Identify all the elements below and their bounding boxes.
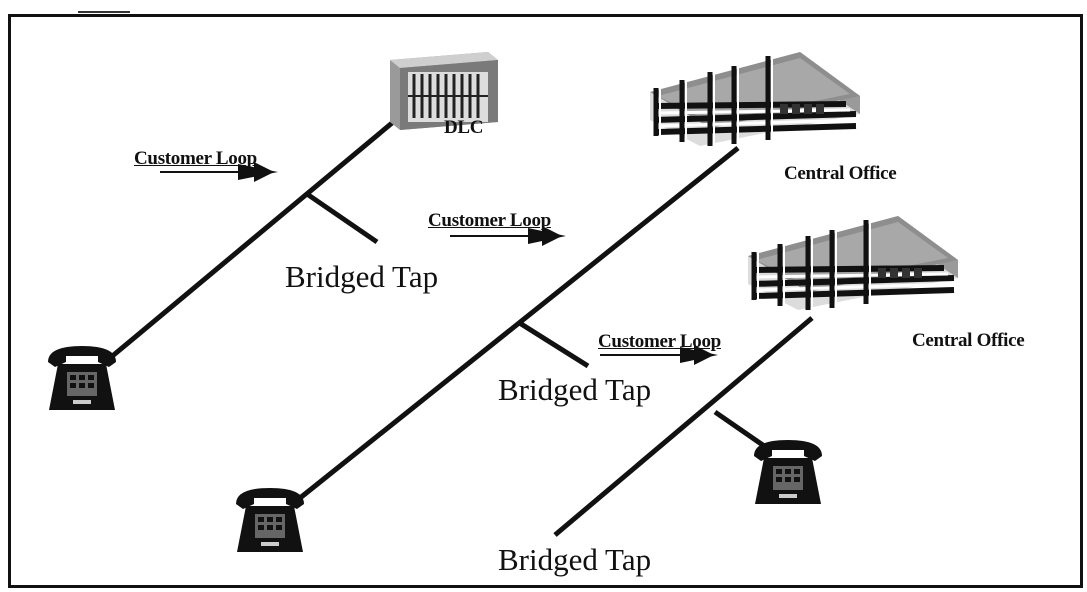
- telephone-icon: [236, 488, 304, 552]
- telephone-icon: [754, 440, 822, 504]
- telephone-icon: [48, 346, 116, 410]
- central-office-label-2: Central Office: [912, 330, 1024, 352]
- customer-loop-label-2: Customer Loop: [428, 210, 551, 232]
- bridged-tap-stub-3: [715, 412, 770, 450]
- customer-loop-label-3: Customer Loop: [598, 331, 721, 353]
- bridged-tap-label-1: Bridged Tap: [285, 259, 438, 295]
- customer-loop-label-1: Customer Loop: [134, 148, 257, 170]
- central-office-label-1: Central Office: [784, 163, 896, 185]
- bridged-tap-stub-1: [307, 194, 377, 242]
- dlc-label: DLC: [444, 117, 483, 139]
- bridged-tap-stub-2: [518, 322, 588, 366]
- bridged-tap-label-2: Bridged Tap: [498, 372, 651, 408]
- building-icon: [748, 216, 958, 310]
- building-icon: [650, 52, 860, 146]
- bridged-tap-label-3: Bridged Tap: [498, 542, 651, 578]
